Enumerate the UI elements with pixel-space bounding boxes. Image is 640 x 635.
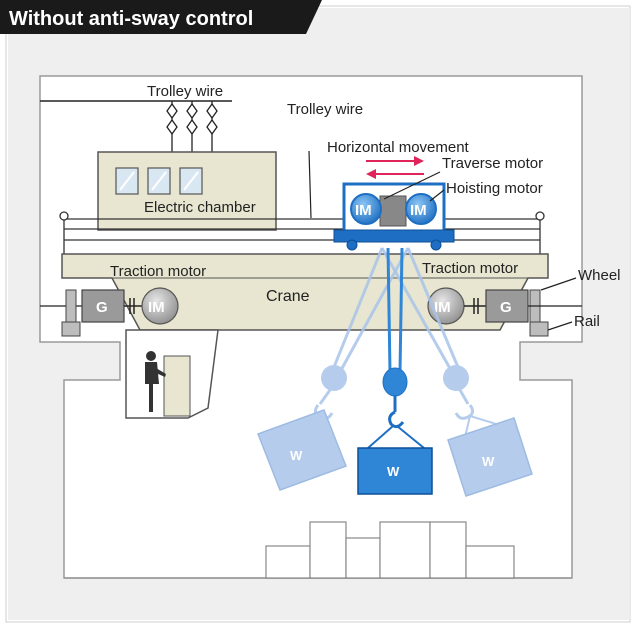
- horizontal-movement-label: Horizontal movement: [327, 139, 470, 156]
- hoisting-motor-symbol: IM: [410, 202, 427, 219]
- generator-left-label: G: [96, 299, 108, 316]
- swaying-load-left: W: [257, 247, 410, 491]
- traction-motor-left-label: Traction motor: [110, 263, 206, 280]
- trolley-wire-label-1: Trolley wire: [147, 83, 223, 100]
- swaying-load-right: W: [380, 247, 533, 497]
- weight-center-label: W: [387, 464, 400, 479]
- generator-right-label: G: [500, 299, 512, 316]
- trolley-wire-label-2: Trolley wire: [287, 101, 363, 118]
- page-title: Without anti-sway control: [9, 8, 253, 30]
- weight-center-icon: [357, 447, 433, 495]
- top-trolley-wire: Trolley wire: [40, 83, 232, 152]
- weight-right-label: W: [482, 454, 495, 469]
- trolley: IM IM: [333, 182, 455, 251]
- rail-label: Rail: [574, 313, 600, 330]
- crane-label: Crane: [266, 288, 310, 305]
- traction-motor-right-label: Traction motor: [422, 260, 518, 277]
- weight-left-icon: [257, 409, 347, 491]
- generator-right-icon: [485, 289, 529, 323]
- im-motor-left-icon: [141, 287, 179, 325]
- hoisting-motor-label: Hoisting motor: [446, 180, 543, 197]
- im-motor-right-label: IM: [434, 299, 451, 316]
- crane-beam: Crane Traction motor Traction motor: [61, 253, 549, 331]
- trolley-wire-pointer: [308, 150, 312, 219]
- title-bar: Without anti-sway control: [0, 0, 322, 34]
- electric-chamber-label: Electric chamber: [144, 199, 256, 216]
- traverse-motor-label: Traverse motor: [442, 155, 543, 172]
- floor-boxes: [265, 521, 515, 579]
- crane-wires: [59, 211, 545, 254]
- central-load: W: [357, 247, 433, 495]
- operator-cab: [125, 329, 219, 419]
- left-traction-drive: G IM: [40, 287, 179, 337]
- traverse-motor-icon: [350, 193, 382, 225]
- traverse-motor-symbol: IM: [355, 202, 372, 219]
- electric-chamber: Electric chamber: [97, 151, 277, 231]
- operator-icon: [145, 351, 166, 412]
- weight-right-icon: [447, 417, 533, 497]
- horizontal-movement-arrows: [366, 156, 424, 179]
- hoisting-motor-icon: [405, 193, 437, 225]
- im-motor-left-label: IM: [148, 299, 165, 316]
- right-traction-drive: IM G Wheel Rail: [427, 267, 621, 337]
- weight-left-label: W: [290, 448, 303, 463]
- wheel-label: Wheel: [578, 267, 621, 284]
